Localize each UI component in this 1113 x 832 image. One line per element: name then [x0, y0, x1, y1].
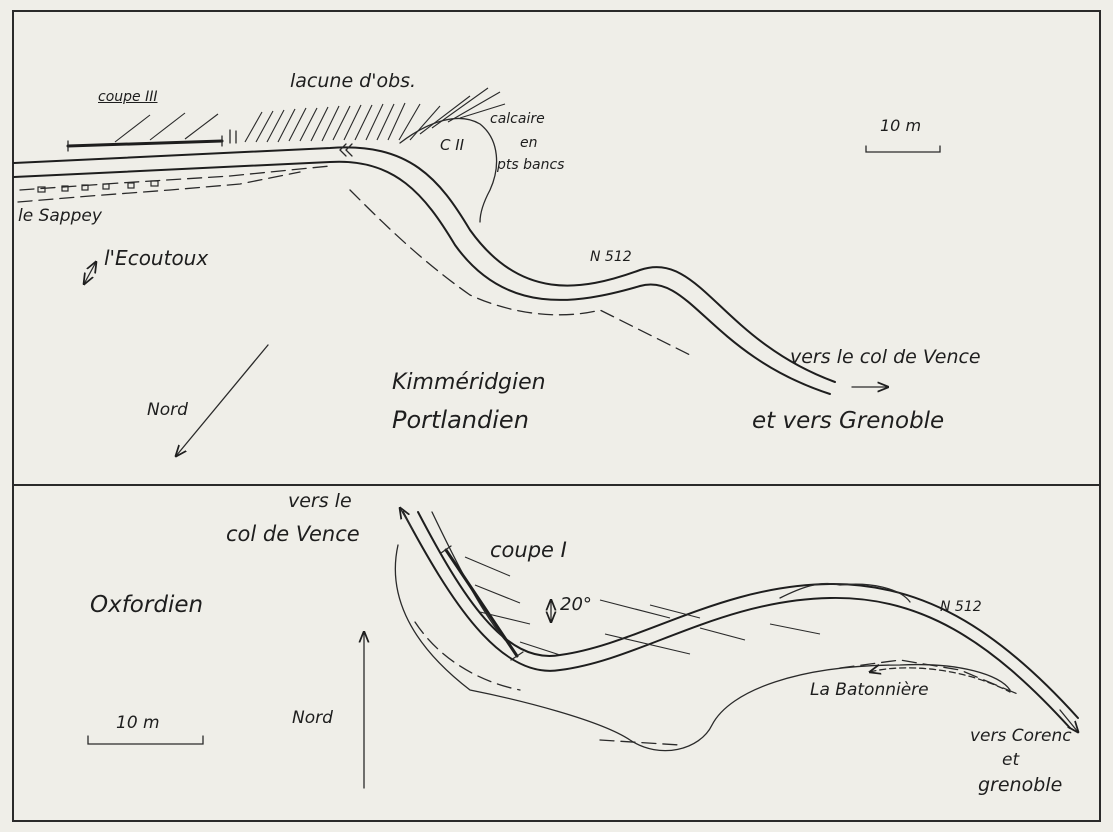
top-lacune-hatch	[244, 87, 506, 143]
bottom-dest-et-label: et	[1002, 750, 1020, 770]
top-calcaire-en-label: en	[520, 135, 538, 151]
top-sappey-label: le Sappey	[18, 206, 102, 226]
top-calcaire-label: calcaire	[490, 111, 545, 127]
top-scale-bar	[865, 145, 941, 153]
top-north-arrow	[176, 344, 269, 456]
bottom-bedding-lines	[464, 556, 821, 656]
top-kimmeridgien-label: Kimméridgien	[392, 370, 546, 395]
top-road-n512	[13, 146, 836, 395]
top-coupe-iii-hatch	[114, 112, 219, 143]
bottom-coupe-i-ticks	[440, 545, 524, 661]
map-frame	[12, 10, 1101, 822]
top-lacune-label: lacune d'obs.	[290, 70, 417, 92]
top-chevrons	[339, 143, 353, 157]
top-ecoutoux-label: l'Ecoutoux	[104, 246, 209, 270]
bottom-dest-corenc-label: vers Corenc	[970, 726, 1072, 746]
top-nord-label: Nord	[147, 400, 188, 420]
top-dest-vence-label: vers le col de Vence	[790, 346, 981, 368]
top-lower-edge	[349, 189, 691, 356]
bottom-oxfordien-label: Oxfordien	[90, 592, 204, 618]
bottom-nord-label: Nord	[292, 708, 333, 728]
top-pts-bancs-label: pts bancs	[497, 157, 565, 173]
bottom-arrow-vence	[400, 508, 414, 531]
bottom-coupe-i-section	[444, 548, 519, 658]
top-sappey-houses	[37, 180, 159, 193]
bottom-batonniere-label: La Batonnière	[810, 680, 929, 700]
top-sappey-dashes	[17, 171, 301, 203]
bottom-outcrop-lower	[394, 544, 1011, 752]
bottom-coupe-i-label: coupe I	[490, 538, 567, 562]
bottom-batonniere-track	[870, 668, 1011, 693]
bottom-n512-label: N 512	[940, 599, 982, 615]
top-road-edge	[19, 165, 331, 191]
top-coupe-iii-label: coupe III	[98, 89, 158, 105]
bottom-arrow-corenc	[1059, 709, 1078, 732]
top-cii-outcrop	[399, 117, 498, 223]
bottom-scale-label: 10 m	[116, 713, 160, 733]
top-coupe-iii-ticks	[67, 129, 237, 152]
top-coupe-iii-section	[66, 139, 224, 148]
top-n512-label: N 512	[590, 249, 632, 265]
top-portlandien-label: Portlandien	[392, 406, 529, 434]
panel-divider	[12, 484, 1101, 486]
bottom-dest-col-label: col de Vence	[226, 522, 360, 546]
bottom-road-n512	[402, 511, 1079, 729]
bottom-dest-vers-le-label: vers le	[288, 490, 352, 512]
bottom-outcrop-upper	[779, 582, 911, 603]
top-dest-grenoble-label: et vers Grenoble	[752, 408, 945, 434]
bottom-dip-label: 20°	[560, 594, 592, 615]
bottom-dest-grenoble-label: grenoble	[978, 774, 1063, 796]
top-arrow-ecoutoux	[84, 262, 96, 284]
top-scale-label: 10 m	[880, 116, 922, 135]
top-cii-label: C II	[440, 136, 465, 154]
bottom-scale-bar	[87, 735, 204, 745]
